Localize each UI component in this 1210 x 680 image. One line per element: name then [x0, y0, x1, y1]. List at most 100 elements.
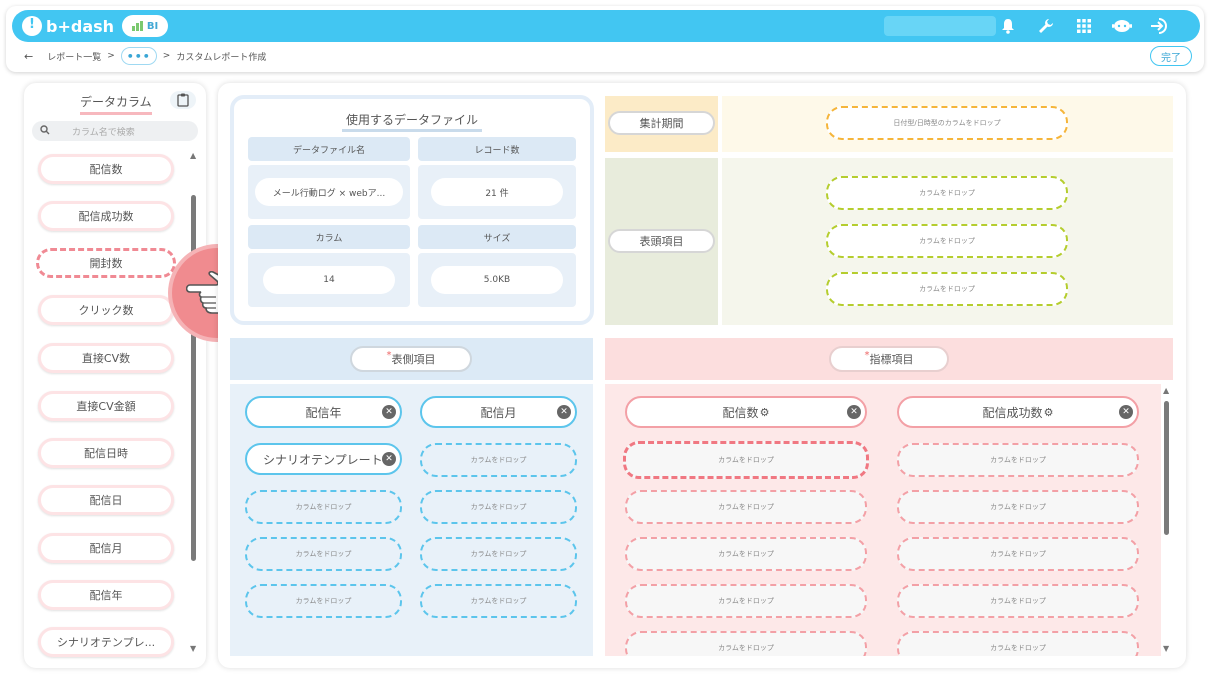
column-item[interactable]: 直接CV数	[38, 343, 174, 373]
chip-label: シナリオテンプレート	[263, 452, 383, 467]
side-items-header: *表側項目	[230, 338, 593, 380]
side-items-drop-area: 配信年 ✕ 配信月 ✕ シナリオテンプレート ✕ カラムをドロップ カラムをドロ…	[230, 384, 593, 656]
chat-icon[interactable]	[1112, 16, 1132, 36]
brand-logo[interactable]: b+dash	[22, 14, 114, 38]
period-drop-area: 日付型/日時型のカラムをドロップ	[722, 96, 1173, 152]
scroll-up-arrow-icon[interactable]: ▲	[190, 151, 197, 160]
header-drop-slot[interactable]: カラムをドロップ	[826, 272, 1068, 306]
side-items-label-text: 表側項目	[391, 353, 436, 366]
header-drop-slot[interactable]: カラムをドロップ	[826, 224, 1068, 258]
breadcrumb: ← レポート一覧 > ••• > カスタムレポート作成	[24, 46, 266, 66]
metric-drop-slot[interactable]: カラムをドロップ	[897, 443, 1139, 477]
bi-badge[interactable]: BI	[122, 15, 168, 37]
size-header: サイズ	[418, 225, 576, 249]
period-drop-slot[interactable]: 日付型/日時型のカラムをドロップ	[826, 106, 1068, 140]
remove-icon[interactable]: ✕	[847, 405, 861, 419]
back-arrow-icon[interactable]: ←	[24, 49, 34, 63]
side-item-chip[interactable]: 配信月 ✕	[420, 396, 577, 428]
metric-drop-slot[interactable]: カラムをドロップ	[625, 631, 867, 656]
metric-chip[interactable]: 配信成功数⚙ ✕	[897, 396, 1139, 428]
data-column-sidebar: データカラム カラム名で検索 配信数 配信成功数 開封数 クリック数 直接CV数…	[24, 83, 206, 668]
column-search-input[interactable]: カラム名で検索	[32, 121, 198, 141]
breadcrumb-report-list[interactable]: レポート一覧	[47, 52, 102, 63]
logout-icon[interactable]	[1150, 16, 1170, 36]
column-item[interactable]: 配信年	[38, 580, 174, 610]
scroll-down-arrow-icon[interactable]: ▼	[1163, 644, 1170, 653]
side-drop-slot[interactable]: カラムをドロップ	[420, 490, 577, 524]
logo-bubble-icon	[22, 16, 42, 36]
metric-drop-slot[interactable]: カラムをドロップ	[625, 584, 867, 618]
side-items-label: *表側項目	[350, 346, 472, 372]
period-section: 集計期間	[605, 96, 718, 152]
side-drop-slot[interactable]: カラムをドロップ	[420, 443, 577, 477]
column-item[interactable]: 配信月	[38, 533, 174, 563]
breadcrumb-current: カスタムレポート作成	[176, 52, 267, 63]
metric-scrollbar[interactable]	[1164, 401, 1169, 535]
breadcrumb-separator: >	[162, 51, 171, 61]
metric-drop-slot-active[interactable]: カラムをドロップ	[623, 441, 869, 479]
metric-drop-slot[interactable]: カラムをドロップ	[897, 631, 1139, 656]
side-drop-slot[interactable]: カラムをドロップ	[245, 490, 402, 524]
side-item-chip[interactable]: シナリオテンプレート ✕	[245, 443, 402, 475]
metric-items-drop-area: 配信数⚙ ✕ 配信成功数⚙ ✕ カラムをドロップ カラムをドロップ カラムをドロ…	[605, 384, 1161, 656]
column-item[interactable]: 配信数	[38, 154, 174, 184]
metric-chip[interactable]: 配信数⚙ ✕	[625, 396, 867, 428]
clipboard-icon[interactable]	[170, 91, 196, 109]
remove-icon[interactable]: ✕	[382, 405, 396, 419]
header-icon-group	[998, 14, 1170, 38]
metric-items-label-text: 指標項目	[869, 353, 914, 366]
record-count-header: レコード数	[418, 137, 576, 161]
metric-drop-slot[interactable]: カラムをドロップ	[625, 537, 867, 571]
column-item[interactable]: 配信日	[38, 485, 174, 515]
header-drop-slot[interactable]: カラムをドロップ	[826, 176, 1068, 210]
metric-drop-slot[interactable]: カラムをドロップ	[625, 490, 867, 524]
metric-drop-slot[interactable]: カラムをドロップ	[897, 490, 1139, 524]
column-count-value: 14	[263, 266, 395, 294]
column-item[interactable]: シナリオテンプレ...	[38, 627, 174, 657]
brand-name: b+dash	[46, 16, 115, 36]
column-item-dragging[interactable]: 開封数	[36, 248, 176, 278]
scroll-up-arrow-icon[interactable]: ▲	[1163, 386, 1170, 395]
column-item[interactable]: 直接CV金額	[38, 391, 174, 421]
user-name-blurred	[884, 16, 996, 36]
grid-icon[interactable]	[1074, 16, 1094, 36]
breadcrumb-more-button[interactable]: •••	[120, 47, 157, 65]
top-bar: b+dash BI	[12, 10, 1200, 42]
side-drop-slot[interactable]: カラムをドロップ	[420, 537, 577, 571]
column-item[interactable]: 配信日時	[38, 438, 174, 468]
column-item[interactable]: 配信成功数	[38, 201, 174, 231]
bi-badge-label: BI	[146, 20, 159, 32]
period-label: 集計期間	[608, 111, 715, 135]
metric-drop-slot[interactable]: カラムをドロップ	[897, 584, 1139, 618]
header-items-section: 表頭項目	[605, 158, 718, 325]
file-name-header: データファイル名	[248, 137, 410, 161]
done-button[interactable]: 完了	[1150, 46, 1192, 66]
remove-icon[interactable]: ✕	[382, 452, 396, 466]
header-items-drop-area: カラムをドロップ カラムをドロップ カラムをドロップ	[722, 158, 1173, 325]
sidebar-scrollbar[interactable]	[191, 195, 196, 561]
sidebar-title: データカラム	[80, 93, 152, 115]
gear-icon[interactable]: ⚙	[1043, 405, 1054, 419]
file-name-value: メール行動ログ × webア...	[255, 178, 403, 206]
remove-icon[interactable]: ✕	[1119, 405, 1133, 419]
scroll-down-arrow-icon[interactable]: ▼	[190, 644, 197, 653]
side-drop-slot[interactable]: カラムをドロップ	[420, 584, 577, 618]
data-file-title: 使用するデータファイル	[341, 113, 482, 132]
wrench-icon[interactable]	[1036, 16, 1056, 36]
chip-label: 配信年	[305, 405, 342, 420]
chip-label: 配信成功数	[982, 405, 1043, 420]
bar-chart-icon	[131, 21, 144, 31]
chip-label: 配信月	[480, 405, 517, 420]
search-placeholder: カラム名で検索	[72, 127, 135, 138]
search-icon	[40, 124, 54, 138]
metric-items-header: *指標項目	[605, 338, 1173, 380]
metric-drop-slot[interactable]: カラムをドロップ	[897, 537, 1139, 571]
metric-items-label: *指標項目	[829, 346, 949, 372]
column-item[interactable]: クリック数	[38, 295, 174, 325]
remove-icon[interactable]: ✕	[557, 405, 571, 419]
gear-icon[interactable]: ⚙	[759, 405, 770, 419]
side-drop-slot[interactable]: カラムをドロップ	[245, 584, 402, 618]
bell-icon[interactable]	[998, 16, 1018, 36]
side-drop-slot[interactable]: カラムをドロップ	[245, 537, 402, 571]
side-item-chip[interactable]: 配信年 ✕	[245, 396, 402, 428]
